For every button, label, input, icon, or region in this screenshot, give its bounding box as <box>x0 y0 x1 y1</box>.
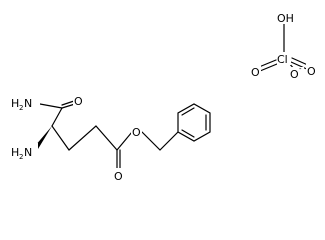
bond-cl-oxygen-left-double-1 <box>258 59 277 68</box>
bond-amide-carbonyl-double-1 <box>61 103 76 109</box>
hydroxyl-oh: OH <box>277 12 294 25</box>
bond-amide-carbonyl-double-2 <box>61 100 75 106</box>
oxygen-left-label: O <box>250 64 261 79</box>
amide-nh2-h: H <box>11 97 19 110</box>
carbonyl-oxygen: O <box>114 170 123 183</box>
oxygen-anion-label: O - <box>290 65 304 81</box>
bond-oxygen-to-ch2 <box>141 131 161 151</box>
chlorine-label: Cl <box>277 52 291 66</box>
amide-nh2-subscript: 2 <box>19 104 23 112</box>
amine-nh2-subscript: 2 <box>19 153 23 161</box>
oxygen-left: O <box>251 66 260 79</box>
bond-gamma-to-ester-carbon <box>95 125 118 151</box>
wedge-bond-alpha-to-nh2 <box>35 126 52 149</box>
oxygen-right-label: O <box>306 63 317 78</box>
amide-nh2-label: H 2 N <box>10 94 40 112</box>
bond-alpha-to-beta <box>51 125 70 151</box>
chlorine-cl: Cl <box>277 53 288 66</box>
chemical-structure-drawing: H 2 N O H 2 N O O OH Cl O O - O <box>10 10 317 183</box>
bond-beta-to-gamma <box>68 125 97 151</box>
phenyl-ring-outline <box>177 103 211 142</box>
bond-amide-carbon-to-nh2 <box>39 103 63 109</box>
oxygen-anion-charge: - <box>299 65 302 73</box>
bond-ester-carbon-to-oxygen <box>116 131 133 151</box>
amide-oxygen-label: O <box>73 93 84 108</box>
bond-ch2-to-phenyl <box>159 131 179 151</box>
amine-nh2-label: H 2 N <box>10 143 38 161</box>
carbonyl-oxygen-label: O <box>113 168 124 183</box>
hydroxyl-label: OH <box>276 10 294 25</box>
oxygen-anion: O <box>290 68 299 81</box>
amide-nh2-n: N <box>24 97 32 110</box>
amine-nh2-h: H <box>11 146 19 159</box>
phenyl-ring <box>177 103 211 142</box>
phenyl-inner-double-1 <box>181 107 195 116</box>
ester-oxygen-label: O <box>131 124 142 139</box>
oxygen-right: O <box>307 65 316 78</box>
phenyl-inner-double-3 <box>181 129 195 138</box>
ester-oxygen: O <box>132 126 141 139</box>
bond-cl-oxygen-left-double-2 <box>259 63 278 72</box>
amine-nh2-n: N <box>24 146 32 159</box>
bond-alpha-to-amide-carbon <box>51 107 63 127</box>
glutamine-benzyl-ester-skeleton <box>35 100 179 171</box>
amide-oxygen: O <box>74 95 83 108</box>
